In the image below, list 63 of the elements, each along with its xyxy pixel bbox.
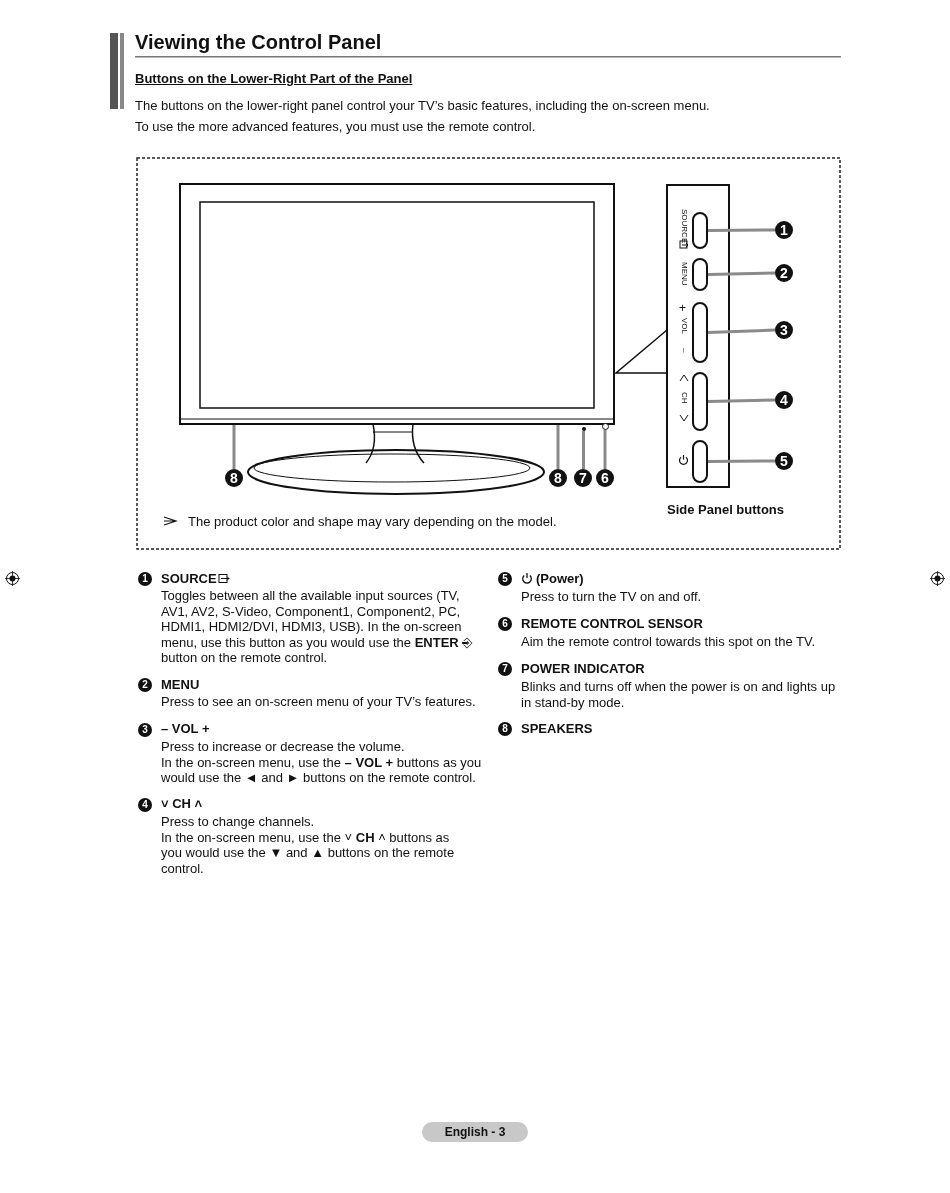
- item-heading: SPEAKERS: [521, 721, 593, 737]
- item-heading: MENU: [161, 677, 200, 693]
- item-description: Blinks and turns off when the power is on and lights up in stand-by mode.: [521, 679, 837, 710]
- callout-number: 2: [138, 678, 152, 692]
- item-description: Press to turn the TV on and off.: [521, 589, 703, 605]
- leader-line: [232, 425, 236, 469]
- callout-number: 5: [775, 452, 793, 470]
- leader-line: [707, 328, 776, 334]
- leader-line: [603, 430, 607, 469]
- item-heading: SOURCE: [161, 571, 217, 587]
- item-heading: (Power): [536, 571, 584, 587]
- leader-line: [707, 271, 776, 276]
- item-description: Press to change channels.: [161, 814, 316, 830]
- indicator-dot: [581, 427, 586, 431]
- item-description: Press to see an on-screen menu of your TV’s features.: [161, 694, 477, 710]
- sensor-circle: [601, 423, 609, 430]
- page-title: Viewing the Control Panel: [135, 30, 382, 54]
- button-label: VOL: [679, 318, 689, 334]
- button-label: CH: [679, 392, 689, 404]
- panel-button: [692, 302, 708, 363]
- callout-number: 1: [138, 572, 152, 586]
- intro-text: The buttons on the lower-right panel control your TV’s basic features, including the on-screen menu.: [135, 98, 711, 114]
- button-label: –: [679, 348, 689, 353]
- callout-number: 6: [498, 617, 512, 631]
- item-heading: REMOTE CONTROL SENSOR: [521, 616, 703, 632]
- callout-number: 5: [498, 572, 512, 586]
- button-label: SOURCE: [679, 209, 689, 244]
- item-description: In the on-screen menu, use the – VOL + buttons as you would use the ◄ and ► buttons on the remote control.: [161, 754, 483, 786]
- section-heading: Buttons on the Lower-Right Part of the Panel: [135, 71, 413, 87]
- button-label: MENU: [679, 262, 689, 286]
- item-description: In the on-screen menu, use the ˅ CH ˄ buttons as you would use the ▼ and ▲ buttons on the remote control.: [161, 829, 456, 876]
- panel-button: [692, 372, 708, 431]
- intro-text: To use the more advanced features, you must use the remote control.: [135, 119, 537, 135]
- callout-number: 6: [596, 469, 614, 487]
- callout-number: 8: [549, 469, 567, 487]
- item-heading: ˅ CH ˄: [161, 796, 203, 812]
- callout-number: 8: [498, 722, 512, 736]
- item-heading: – VOL +: [161, 721, 210, 737]
- callout-number: 3: [138, 723, 152, 737]
- callout-number: 1: [775, 221, 793, 239]
- callout-number: 4: [775, 391, 793, 409]
- callout-number: 4: [138, 798, 152, 812]
- note-text: The product color and shape may vary depending on the model.: [188, 514, 558, 530]
- panel-button: [692, 212, 708, 249]
- callout-number: 2: [775, 264, 793, 282]
- panel-button: [692, 258, 708, 291]
- leader-line: [707, 398, 776, 403]
- page-number-badge: English - 3: [422, 1122, 528, 1142]
- item-description: Aim the remote control towards this spot on the TV.: [521, 634, 817, 650]
- panel-caption: Side Panel buttons: [667, 502, 784, 518]
- leader-line: [708, 228, 775, 232]
- leader-line: [708, 459, 775, 463]
- callout-number: 8: [225, 469, 243, 487]
- button-label: +: [679, 302, 686, 314]
- leader-line: [556, 425, 560, 469]
- callout-number: 7: [498, 662, 512, 676]
- callout-number: 7: [574, 469, 592, 487]
- panel-button: [692, 440, 708, 483]
- item-description: Press to increase or decrease the volume.: [161, 739, 406, 755]
- item-heading: POWER INDICATOR: [521, 661, 645, 677]
- item-description: Toggles between all the available input sources (TV, AV1, AV2, S-Video, Component1, Component2, PC, HDMI1, HDMI2/DVI, HDMI3, USB). In the on-screen menu, use this button as you would use the ENTER ⎆ button on the remote control.: [161, 588, 474, 666]
- callout-number: 3: [775, 321, 793, 339]
- leader-line: [582, 431, 585, 469]
